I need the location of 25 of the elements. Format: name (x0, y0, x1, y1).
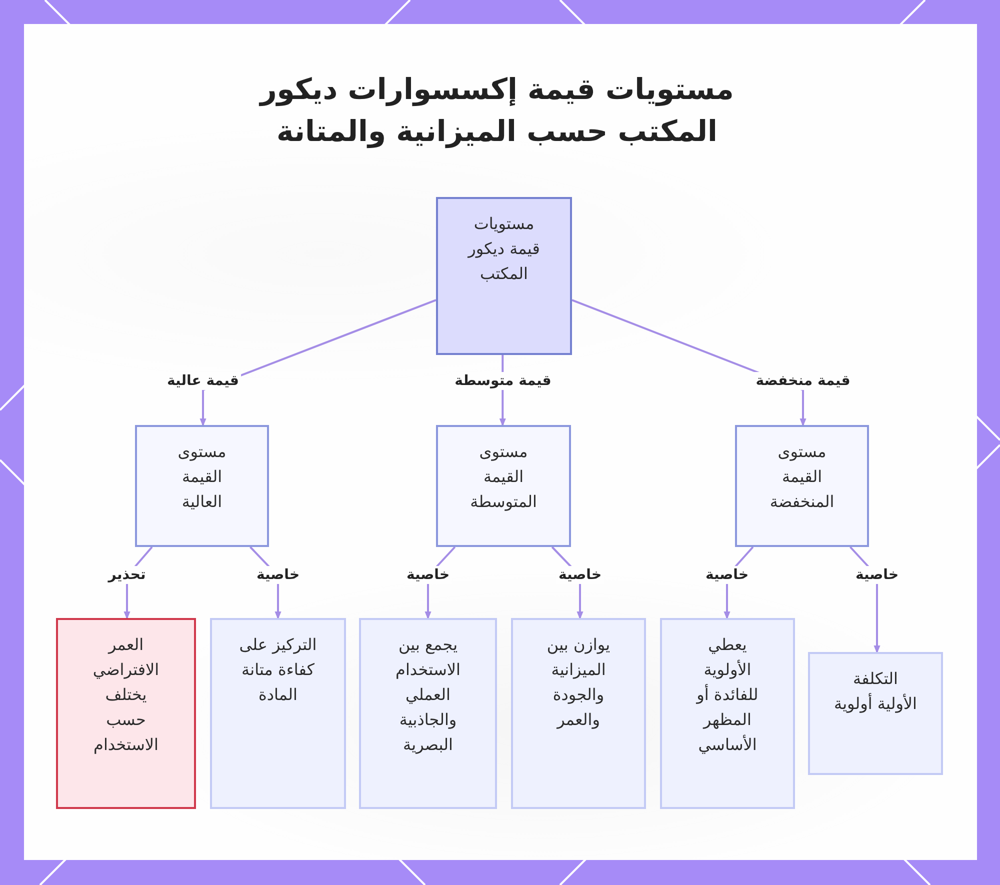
node-text: العمر الافتراضي يختلف حسب الاستخدام (92, 634, 160, 756)
warning-box (56, 618, 196, 809)
edge-label: قيمة متوسطة (452, 372, 554, 390)
feature-box (210, 618, 346, 809)
feature-box (808, 652, 943, 775)
category-box (436, 197, 572, 355)
edge-label: قيمة منخفضة (754, 372, 852, 390)
category-box (436, 425, 571, 547)
feature-box (359, 618, 497, 809)
feature-box (660, 618, 795, 809)
node-text: مستوى القيمة العالية (176, 441, 228, 513)
node-text: مستويات قيمة ديكور المكتب (466, 213, 541, 285)
edge-label: تحذير (106, 566, 148, 584)
node-text: التركيز على كفاءة متانة المادة (238, 634, 318, 706)
diagram-title: مستويات قيمة إكسسوارات ديكور المكتب حسب الميزانية والمتانة (258, 71, 735, 150)
node-text: مستوى القيمة المتوسطة (469, 441, 538, 513)
edge-label: قيمة عالية (165, 372, 241, 390)
category-box (735, 425, 869, 547)
node-text: مستوى القيمة المنخفضة (768, 441, 836, 513)
node-text: التكلفة الأولية أولوية (834, 668, 918, 715)
node-text: يجمع بين الاستخدام العملي والجاذبية البصرية (394, 634, 462, 756)
node-text: يوازن بين الميزانية والجودة والعمر (546, 634, 612, 731)
feature-box (511, 618, 646, 809)
node-text: يعطي الأولوية للفائدة أو المظهر الأساسي (695, 634, 760, 756)
category-box (135, 425, 269, 547)
